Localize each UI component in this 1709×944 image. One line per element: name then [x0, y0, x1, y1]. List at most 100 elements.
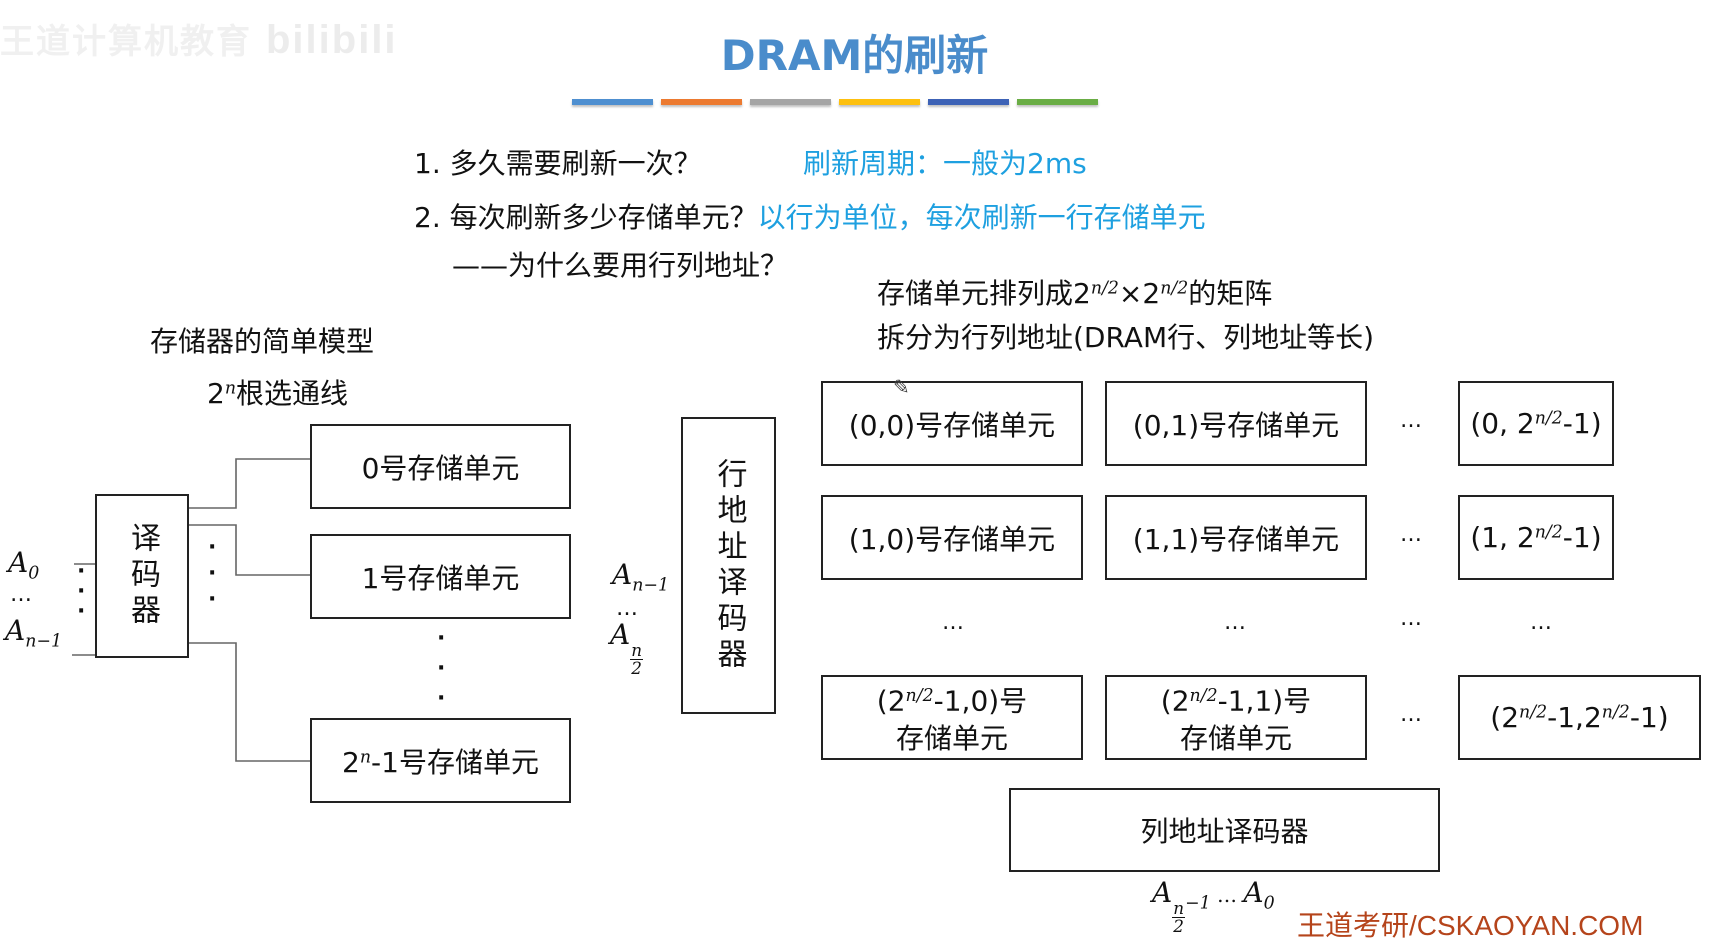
label-pre: (0, 2 — [1470, 407, 1535, 440]
input-an-letter: A — [5, 614, 26, 647]
col-input-minus: −1 — [1185, 893, 1211, 914]
sub-question: ——为什么要用行列地址？ — [452, 249, 789, 282]
cells-vdots: · · · — [437, 624, 445, 714]
matrix-ellipsis: … — [1400, 606, 1422, 631]
bilibili-logo: bilibili — [266, 18, 398, 62]
cell-last-label: 2n-1号存储单元 — [342, 741, 539, 781]
matrix-note-exp: n/2 — [1090, 278, 1119, 299]
question-1: 1. 多久需要刷新一次？ — [414, 142, 702, 182]
vdot: · — [437, 656, 446, 681]
matrix-cell-1-last: (1, 2n/2-1) — [1458, 495, 1614, 580]
matrix-cell-0-0: (0,0)号存储单元 — [821, 381, 1083, 466]
matrix-ellipsis: … — [1400, 408, 1422, 433]
divider-bar — [661, 99, 742, 105]
matrix-cell-last-0: (2n/2-1,0)号 存储单元 — [821, 675, 1083, 760]
label-post: -1,1)号 — [1217, 684, 1312, 718]
matrix-cell-label-line1: (2n/2-1,0)号 — [877, 677, 1027, 721]
label-mid: -1,2 — [1547, 701, 1602, 734]
label-post: -1) — [1562, 521, 1602, 554]
label-pre: (2 — [876, 684, 906, 718]
label-pre: (2 — [1160, 684, 1190, 718]
input-vdots: · · · — [77, 559, 86, 624]
label-pre: (1, 2 — [1470, 521, 1535, 554]
matrix-note-base2: 2 — [1142, 277, 1161, 310]
cell-last-box: 2n-1号存储单元 — [310, 718, 571, 803]
col-input-a0-sub: 0 — [1263, 893, 1275, 914]
column-decoder-label: 列地址译码器 — [1140, 815, 1309, 848]
vdot: · — [208, 561, 217, 586]
matrix-cell-label-line2: 存储单元 — [895, 722, 1008, 756]
cell-last-exp: n — [359, 746, 372, 767]
label-post: -1) — [1629, 701, 1669, 734]
label-exp: n/2 — [1189, 685, 1218, 706]
matrix-ellipsis: … — [942, 610, 964, 635]
frac-num: n — [1172, 897, 1186, 918]
answer-1: 刷新周期：一般为2ms — [803, 147, 1087, 180]
frac-num: n — [630, 639, 644, 660]
vdot: · — [437, 626, 446, 651]
input-an-sub: n−1 — [25, 631, 63, 652]
answer-2: 以行为单位，每次刷新一行存储单元 — [757, 201, 1206, 234]
vdot: · — [77, 599, 86, 624]
decoder-box: 译码器 — [95, 494, 189, 658]
vdot: · — [208, 535, 217, 560]
matrix-cell-label: (0,1)号存储单元 — [1132, 408, 1340, 442]
matrix-cell-0-last: (0, 2n/2-1) — [1458, 381, 1614, 466]
divider-bar — [839, 99, 920, 105]
row-input-ellipsis: … — [616, 596, 638, 621]
label-exp: n/2 — [1534, 408, 1563, 429]
question-2: 2. 每次刷新多少存储单元？以行为单位，每次刷新一行存储单元 — [414, 196, 1206, 236]
matrix-ellipsis: … — [1224, 610, 1246, 635]
matrix-cell-label: (1,0)号存储单元 — [848, 522, 1056, 556]
matrix-note-times: × — [1118, 277, 1143, 310]
watermark-bottom: 王道考研/CSKAOYAN.COM — [1297, 910, 1644, 941]
frac-den: 2 — [1173, 915, 1184, 936]
color-divider — [572, 99, 1098, 105]
select-lines-base: 2 — [207, 377, 225, 410]
label-pre: (2 — [1490, 701, 1520, 734]
divider-bar — [1017, 99, 1098, 105]
matrix-cell-1-0: (1,0)号存储单元 — [821, 495, 1083, 580]
question-1-text: 1. 多久需要刷新一次？ — [414, 147, 702, 180]
row-input-top-letter: A — [612, 558, 633, 591]
vdot: · — [437, 686, 446, 711]
matrix-cell-1-1: (1,1)号存储单元 — [1105, 495, 1367, 580]
label-exp: n/2 — [905, 685, 934, 706]
label-post: -1,0)号 — [933, 684, 1028, 718]
matrix-cell-last-last: (2n/2-1,2n/2-1) — [1458, 675, 1701, 760]
matrix-ellipsis: … — [1530, 610, 1552, 635]
divider-bar — [572, 99, 653, 105]
cell-last-base: 2 — [342, 745, 360, 779]
matrix-note-exp2: n/2 — [1160, 278, 1189, 299]
input-a0-letter: A — [8, 546, 29, 579]
vdot: · — [77, 559, 86, 584]
row-input-top-sub: n−1 — [632, 575, 670, 596]
matrix-ellipsis: … — [1400, 702, 1422, 727]
matrix-cell-label: (0,0)号存储单元 — [848, 408, 1056, 442]
simple-model-title: 存储器的简单模型 — [150, 325, 375, 358]
matrix-note-line2: 拆分为行列地址(DRAM行、列地址等长) — [877, 321, 1375, 354]
input-an: An−1 — [5, 614, 62, 652]
select-lines-suffix: 根选通线 — [236, 377, 349, 410]
cell-1-box: 1号存储单元 — [310, 534, 571, 619]
divider-bar — [928, 99, 1009, 105]
vdot: · — [77, 579, 86, 604]
matrix-note-base: 2 — [1073, 277, 1091, 310]
page-title: DRAM的刷新 — [720, 31, 989, 80]
select-lines-label: 2n根选通线 — [207, 372, 348, 412]
vdot: · — [208, 587, 217, 612]
cell-1-label: 1号存储单元 — [361, 561, 520, 595]
column-decoder-box: 列地址译码器 — [1009, 788, 1440, 872]
matrix-ellipsis: … — [1400, 522, 1422, 547]
divider-bar — [750, 99, 831, 105]
label-exp2: n/2 — [1601, 702, 1630, 723]
matrix-cell-label: (1,1)号存储单元 — [1132, 522, 1340, 556]
matrix-note-line1: 存储单元排列成2n/2×2n/2的矩阵 — [877, 272, 1272, 312]
label-post: -1) — [1562, 407, 1602, 440]
